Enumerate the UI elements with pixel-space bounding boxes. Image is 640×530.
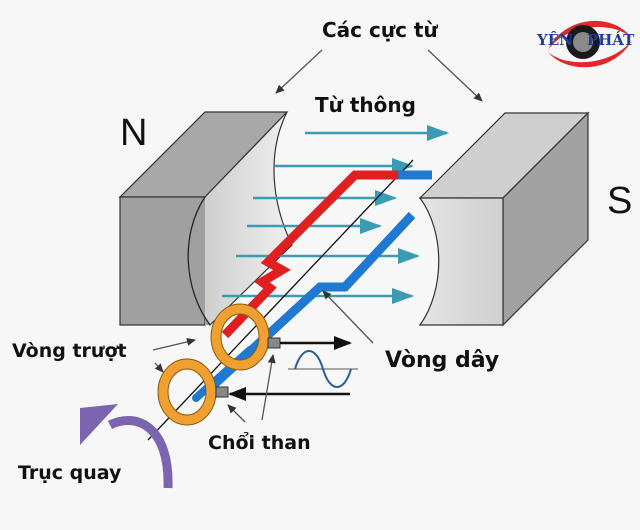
logo-text-left: YÊN [537,31,573,49]
label-north-pole: N [120,112,148,154]
pointer-brush-lower [227,404,246,423]
rotation-shaft [147,159,414,441]
pointer-arrows [152,49,483,423]
label-coil: Vòng dây [385,348,500,373]
pointer-brush-upper [261,354,276,421]
label-slip-rings: Vòng trượt [12,340,127,362]
south-magnet [418,111,590,327]
label-rotation-axis: Trục quay [18,462,122,484]
pointer-coil [322,290,374,344]
logo-text-right: PHÁT [586,31,635,49]
label-south-pole: S [607,180,633,222]
label-brushes: Chổi than [208,432,311,454]
brushes [215,336,352,401]
slip-rings [157,303,270,426]
label-magnetic-poles: Các cực từ [322,18,438,42]
brush-lower [215,386,229,398]
pointer-slip-ring-upper [152,337,196,351]
south-magnet-pole-face [418,197,504,326]
slip-ring-lower [157,358,217,426]
pointer-poles-right [427,49,483,102]
pointer-poles-left [275,49,323,94]
pointer-slip-ring-lower [154,362,164,373]
brand-logo [548,20,632,68]
slip-ring-upper [210,303,270,371]
coil-red-segment [221,170,400,339]
rotation-arrowhead [80,404,118,445]
logo-text: YÊN PHÁT [537,31,634,49]
coil-blue-lead [192,346,254,402]
north-magnet [118,111,293,326]
flux-lines [222,125,449,304]
brush-upper [267,337,281,349]
rotation-arrow [80,404,173,489]
ac-sine-wave [288,350,358,388]
label-magnetic-flux: Từ thông [315,93,416,117]
